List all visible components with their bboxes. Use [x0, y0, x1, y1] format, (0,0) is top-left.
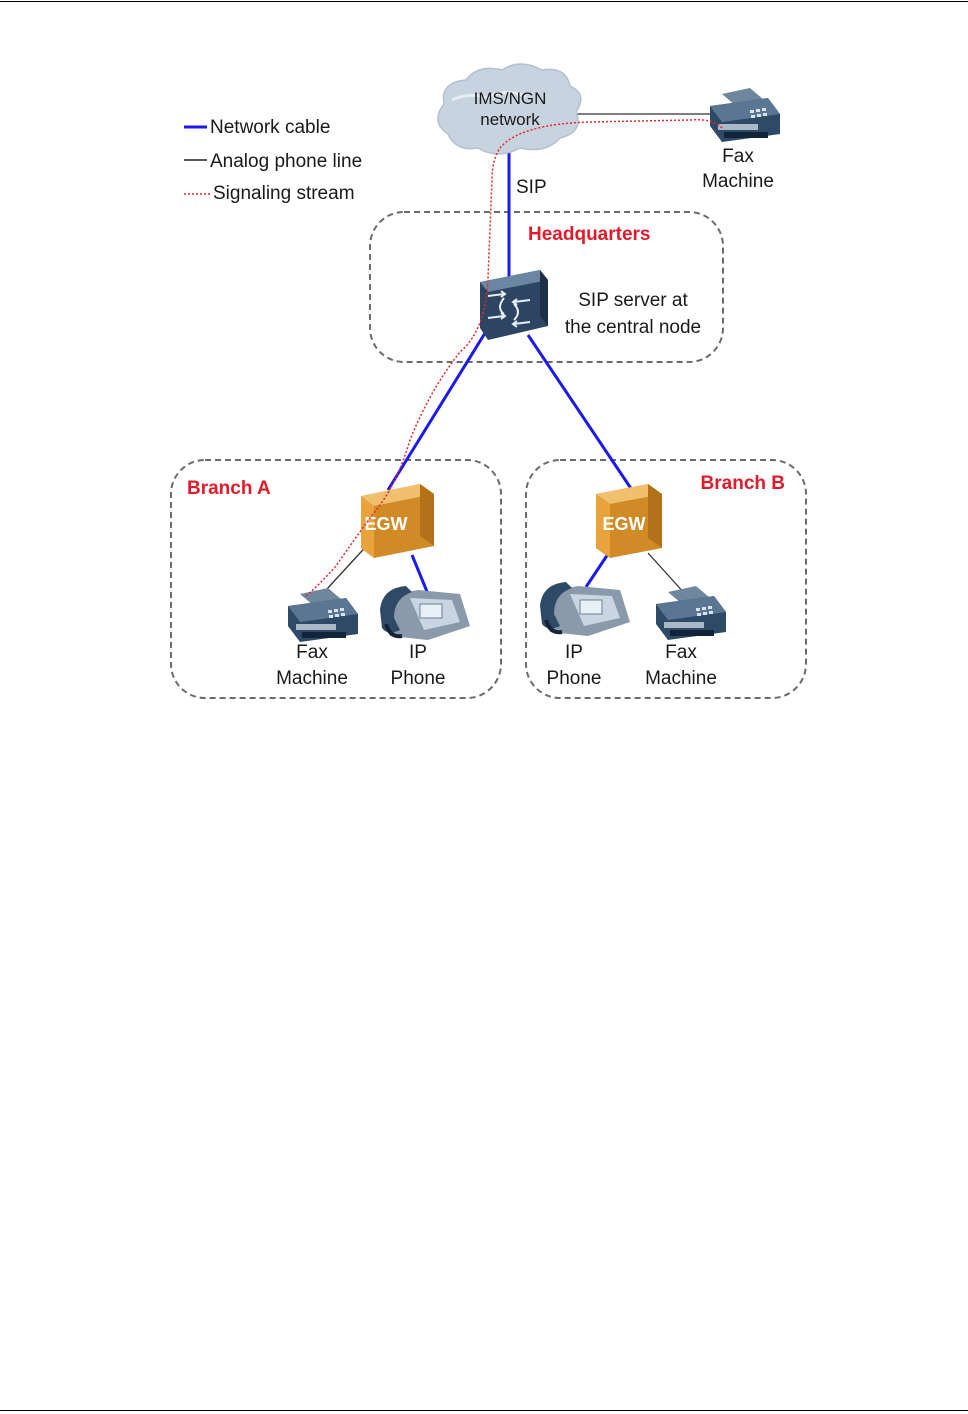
cloud-label-line2: network [480, 110, 540, 129]
branch-b-egw-label: EGW [603, 514, 646, 534]
branch-b-fax-label-line2: Machine [645, 668, 717, 689]
branch-a-fax-label-line1: Fax [296, 642, 328, 663]
sip-server-label-line2: the central node [565, 317, 701, 338]
cable-server-to-egw-b [528, 335, 632, 490]
branch-a-fax: Fax Machine [276, 588, 358, 689]
branch-b-phone-label-line1: IP [565, 642, 583, 663]
branch-b-phone-icon [540, 582, 630, 636]
legend-network-cable-label: Network cable [210, 117, 330, 138]
branch-a-fax-label-line2: Machine [276, 668, 348, 689]
branch-a-title: Branch A [187, 478, 271, 499]
page-bottom-rule [0, 1410, 968, 1411]
remote-fax: Fax Machine [702, 88, 780, 192]
branch-a-phone-icon [380, 586, 470, 640]
branch-a-phone-label-line1: IP [409, 642, 427, 663]
branch-a-fax-icon [288, 588, 358, 642]
branch-b-egw: EGW [596, 484, 662, 558]
sip-label: SIP [516, 177, 547, 198]
headquarters-title: Headquarters [528, 224, 651, 245]
cable-egw-a-to-phone [412, 555, 428, 594]
analog-egw-b-to-fax [648, 553, 686, 595]
branch-b-fax-label-line1: Fax [665, 642, 697, 663]
legend-signaling-label: Signaling stream [213, 183, 355, 204]
branch-b-phone-label-line2: Phone [547, 668, 602, 689]
legend-analog-line-label: Analog phone line [210, 151, 362, 172]
branch-a-ip-phone: IP Phone [380, 586, 470, 689]
branch-a-egw: EGW [361, 484, 434, 558]
branch-b-fax: Fax Machine [645, 586, 726, 689]
cable-server-to-egw-a [388, 325, 490, 490]
branch-b-title: Branch B [701, 473, 785, 494]
legend: Network cable Analog phone line Signalin… [184, 117, 362, 204]
remote-fax-label-line1: Fax [722, 146, 754, 167]
remote-fax-icon [710, 88, 780, 142]
branch-b-ip-phone: IP Phone [540, 582, 630, 689]
sip-server-switch [480, 270, 548, 340]
branch-a-egw-label: EGW [365, 514, 408, 534]
remote-fax-label-line2: Machine [702, 171, 774, 192]
branch-a-phone-label-line2: Phone [391, 668, 446, 689]
sip-server-label-line1: SIP server at [578, 290, 688, 311]
cloud-label-line1: IMS/NGN [474, 89, 547, 108]
branch-b-fax-icon [656, 586, 726, 640]
